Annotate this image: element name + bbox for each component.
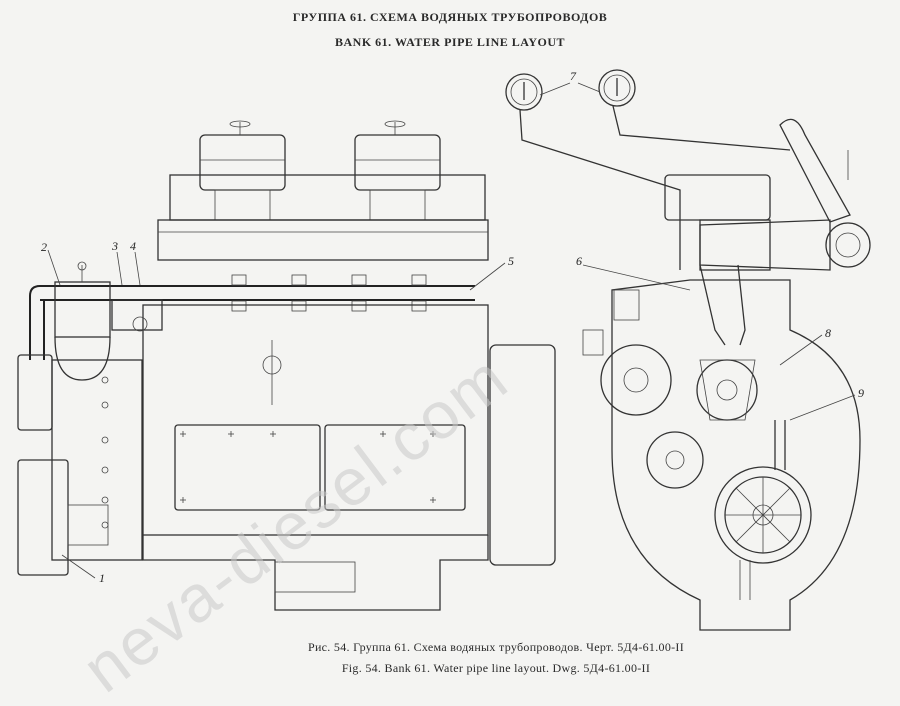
callout-4: 4 — [130, 239, 136, 253]
callout-8: 8 — [825, 326, 831, 340]
gauge-right — [598, 69, 636, 107]
engine-block — [142, 304, 489, 536]
thermostat-housing — [54, 261, 111, 381]
title-russian: ГРУППА 61. СХЕМА ВОДЯНЫХ ТРУБОПРОВОДОВ — [292, 10, 608, 24]
callout-9: 9 — [858, 386, 864, 400]
fan-pulley — [714, 466, 812, 564]
side-view — [17, 120, 556, 611]
cylinder-head — [664, 174, 771, 221]
gauge-left — [505, 73, 543, 111]
front-cover-upper — [17, 354, 53, 431]
title-english: BANK 61. WATER PIPE LINE LAYOUT — [335, 35, 565, 49]
gauge-line-right — [612, 105, 791, 151]
air-filter-left — [199, 120, 286, 221]
air-filter-right — [354, 120, 441, 221]
callout-7: 7 — [570, 69, 577, 83]
caption-russian: Рис. 54. Группа 61. Схема водяных трубоп… — [307, 640, 685, 654]
callout-3: 3 — [111, 239, 118, 253]
water-outlet-elbow — [699, 118, 871, 271]
gear-housing — [611, 279, 861, 631]
crankcase-cover-left — [174, 424, 321, 511]
callout-6: 6 — [576, 254, 582, 268]
water-pump — [17, 459, 69, 576]
gauge-line-left — [519, 109, 681, 270]
callout-1: 1 — [99, 571, 105, 585]
flywheel-housing — [489, 344, 556, 566]
end-view — [505, 69, 871, 631]
callout-5: 5 — [508, 254, 514, 268]
caption-english: Fig. 54. Bank 61. Water pipe line layout… — [341, 661, 651, 675]
callouts: 1 2 3 4 5 6 7 8 9 — [41, 69, 864, 585]
upper-manifold — [157, 219, 489, 261]
crankcase-cover-right — [324, 424, 466, 511]
callout-2: 2 — [41, 240, 47, 254]
